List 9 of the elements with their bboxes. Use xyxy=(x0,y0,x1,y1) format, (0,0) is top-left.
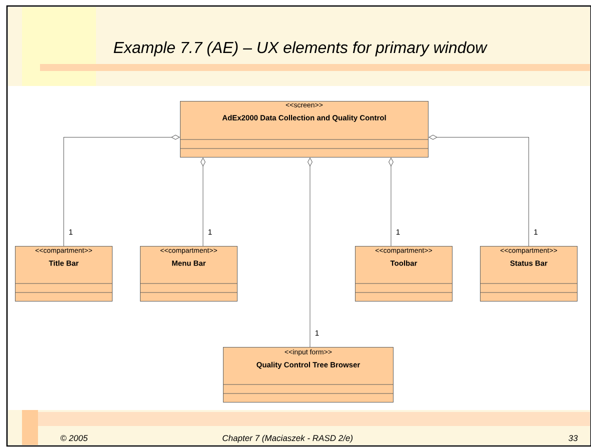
slide-title: Example 7.7 (AE) – UX elements for primary window xyxy=(114,41,488,56)
aggregation-line xyxy=(200,158,206,246)
aggregation-line xyxy=(388,158,394,246)
aggregation-line xyxy=(428,134,529,246)
footer-text: Chapter 7 (Maciaszek - RASD 2/e) xyxy=(222,434,353,443)
aggregation-line xyxy=(308,158,312,348)
aggregation-line xyxy=(64,134,180,246)
footer-text: 33 xyxy=(568,435,578,442)
footer-text: © 2005 xyxy=(60,435,88,442)
